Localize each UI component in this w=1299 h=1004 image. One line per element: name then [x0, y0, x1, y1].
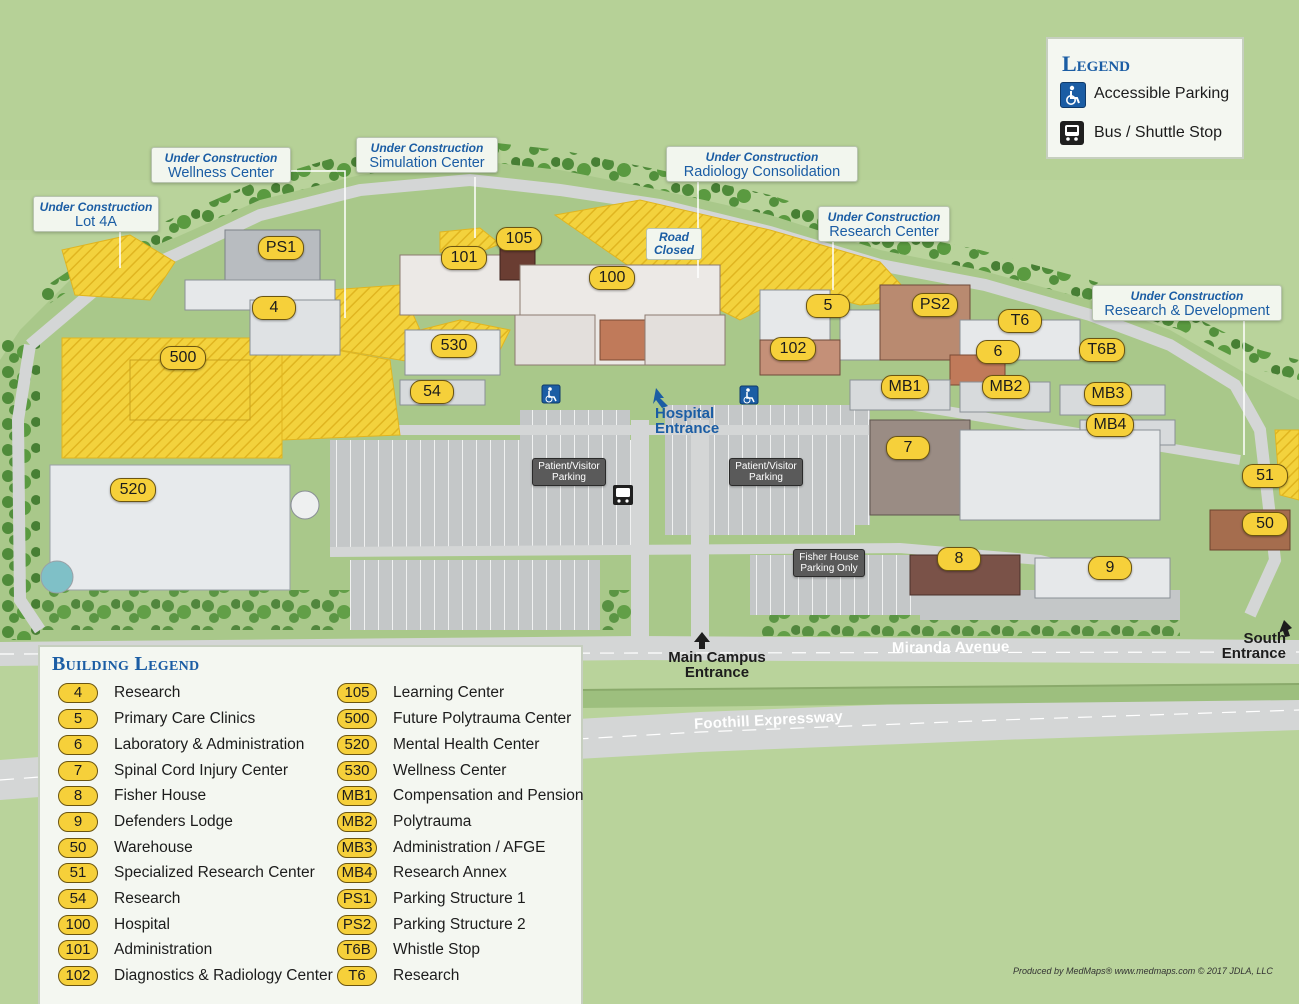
callout-research-center: Under Construction Research Center — [818, 206, 950, 242]
road-closed-label: Road Closed — [646, 228, 702, 260]
building-marker[interactable]: 8 — [937, 547, 981, 571]
hospital-entrance-label: Hospital Entrance — [655, 405, 720, 437]
accessible-parking-icon — [739, 385, 759, 405]
building-marker[interactable]: 530 — [431, 334, 477, 358]
callout-lot-4a: Under Construction Lot 4A — [33, 196, 159, 232]
building-legend-title: Building Legend — [52, 653, 200, 675]
building-marker[interactable]: 54 — [410, 380, 454, 404]
building-marker[interactable]: 102 — [770, 337, 816, 361]
bus-icon — [613, 485, 633, 505]
building-marker[interactable]: MB1 — [881, 375, 929, 399]
building-marker[interactable]: PS1 — [258, 236, 304, 260]
miranda-avenue-label: Miranda Avenue — [891, 638, 1010, 657]
accessible-parking-icon — [1060, 82, 1086, 108]
building-marker[interactable]: 9 — [1088, 556, 1132, 580]
building-marker[interactable]: T6B — [1079, 338, 1125, 362]
building-marker[interactable]: 5 — [806, 294, 850, 318]
callout-simulation-center: Under Construction Simulation Center — [356, 137, 498, 173]
parking-tag: Fisher House Parking Only — [793, 549, 865, 577]
parking-tag: Patient/Visitor Parking — [532, 458, 606, 486]
credit-text: Produced by MedMaps® www.medmaps.com © 2… — [1013, 966, 1273, 976]
bus-icon — [1060, 121, 1084, 145]
buildings — [40, 229, 1291, 599]
legend-title: Legend — [1062, 51, 1131, 76]
building-marker[interactable]: T6 — [998, 309, 1042, 333]
main-campus-entrance-label: Main Campus Entrance — [668, 649, 766, 681]
building-marker[interactable]: 520 — [110, 478, 156, 502]
map-legend: Legend Accessible Parking Bus / — [1046, 37, 1244, 159]
south-entrance-label: South Entrance — [1221, 630, 1286, 662]
building-marker[interactable]: 101 — [441, 246, 487, 270]
callout-research-development: Under Construction Research & Developmen… — [1092, 285, 1282, 321]
building-marker[interactable]: 51 — [1242, 464, 1288, 488]
building-marker[interactable]: 500 — [160, 346, 206, 370]
building-marker[interactable]: MB2 — [982, 375, 1030, 399]
callout-radiology-consolidation: Under Construction Radiology Consolidati… — [666, 146, 858, 182]
callout-wellness-center: Under Construction Wellness Center — [151, 147, 291, 183]
building-marker[interactable]: PS2 — [912, 293, 958, 317]
building-marker[interactable]: 105 — [496, 227, 542, 251]
building-marker[interactable]: 100 — [589, 266, 635, 290]
building-marker[interactable]: MB3 — [1084, 382, 1132, 406]
building-marker[interactable]: 4 — [252, 296, 296, 320]
building-marker[interactable]: 6 — [976, 340, 1020, 364]
building-marker[interactable]: MB4 — [1086, 413, 1134, 437]
accessible-parking-icon — [541, 384, 561, 404]
parking-tag: Patient/Visitor Parking — [729, 458, 803, 486]
building-marker[interactable]: 50 — [1242, 512, 1288, 536]
building-marker[interactable]: 7 — [886, 436, 930, 460]
